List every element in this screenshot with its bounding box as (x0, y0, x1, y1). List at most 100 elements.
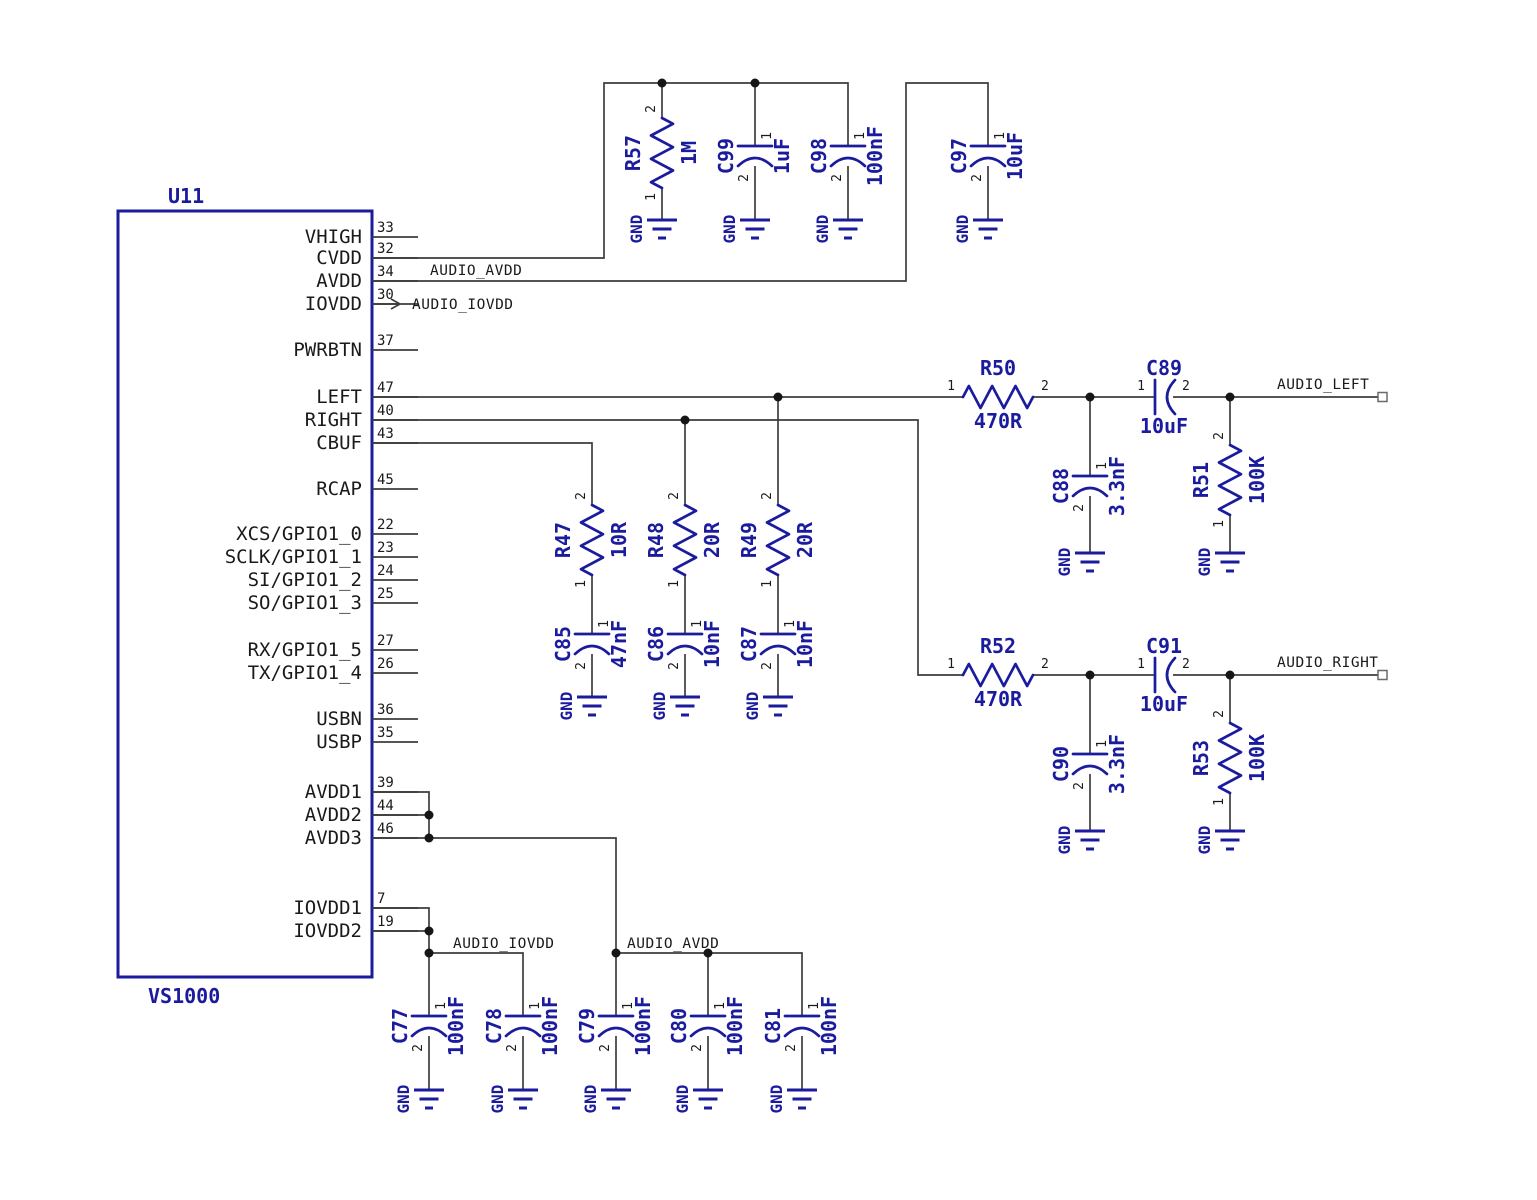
ground-label: GND (1195, 548, 1214, 577)
capacitor-pin1-C86: 1 (690, 620, 705, 628)
junction-dot (424, 810, 434, 820)
capacitor-ref-C86: C86 (644, 626, 668, 662)
resistor-R53 (1217, 721, 1243, 795)
resistor-pin2-R48: 2 (667, 492, 682, 500)
capacitor-arc-C87 (759, 644, 797, 656)
resistor-pin2-R51: 2 (1212, 432, 1227, 440)
pin-name-RX/GPIO1_5: RX/GPIO1_5 (248, 639, 362, 661)
wire-cbuf-wire (372, 442, 593, 505)
wire-right-wire (372, 419, 963, 676)
capacitor-pin2-C87: 2 (760, 662, 775, 670)
resistor-R52 (961, 662, 1035, 688)
pin-number-AVDD: 34 (377, 264, 394, 280)
capacitor-pin1-C90: 1 (1095, 740, 1110, 748)
ground-label: GND (650, 692, 669, 721)
capacitor-value-C88: 3.3nF (1105, 456, 1129, 516)
pin-name-RCAP: RCAP (316, 478, 362, 500)
pin-number-IOVDD1: 7 (377, 891, 385, 907)
junction-dot (1225, 670, 1235, 680)
resistor-pin1-R52: 1 (947, 657, 955, 672)
capacitor-pin1-C88: 1 (1095, 462, 1110, 470)
junction-dot (1225, 392, 1235, 402)
net-label-AUDIO_IOVDD: AUDIO_IOVDD (453, 936, 555, 952)
capacitor-arc-C90 (1071, 764, 1109, 776)
resistor-value-R53: 100K (1245, 734, 1269, 782)
capacitor-pin2-C88: 2 (1072, 504, 1087, 512)
resistor-ref-R49: R49 (737, 522, 761, 558)
pin-name-IOVDD2: IOVDD2 (293, 920, 362, 942)
capacitor-value-C87: 10nF (793, 620, 817, 668)
pin-number-RCAP: 45 (377, 472, 394, 488)
pin-name-AVDD: AVDD (316, 270, 362, 292)
pin-number-USBP: 35 (377, 725, 394, 741)
resistor-pin1-R49: 1 (760, 580, 775, 588)
pin-number-RIGHT: 40 (377, 403, 394, 419)
capacitor-pin2-C85: 2 (574, 662, 589, 670)
resistor-ref-R48: R48 (644, 522, 668, 558)
capacitor-value-C85: 47nF (607, 620, 631, 668)
junction-dot (424, 833, 434, 843)
resistor-pin1-R57: 1 (644, 193, 659, 201)
resistor-pin2-R53: 2 (1212, 710, 1227, 718)
resistor-pin2-R50: 2 (1041, 379, 1049, 394)
resistor-pin2-R47: 2 (574, 492, 589, 500)
resistor-pin2-R49: 2 (760, 492, 775, 500)
capacitor-arc-C78 (504, 1026, 542, 1038)
capacitor-pin1-C91: 1 (1137, 657, 1145, 672)
pin-number-IOVDD2: 19 (377, 914, 394, 930)
pin-number-SI/GPIO1_2: 24 (377, 563, 394, 579)
capacitor-arc-C77 (410, 1026, 448, 1038)
pin-number-IOVDD: 30 (377, 287, 394, 303)
resistor-pin1-R50: 1 (947, 379, 955, 394)
capacitor-value-C86: 10nF (700, 620, 724, 668)
capacitor-arc-C86 (666, 644, 704, 656)
capacitor-pin1-C78: 1 (528, 1002, 543, 1010)
net-label-AUDIO_RIGHT: AUDIO_RIGHT (1277, 655, 1379, 671)
resistor-ref-R51: R51 (1189, 462, 1213, 498)
wire-avdd3-wire (372, 837, 617, 1016)
pin-name-SCLK/GPIO1_1: SCLK/GPIO1_1 (225, 546, 362, 568)
pin-number-CVDD: 32 (377, 241, 394, 257)
capacitor-value-C78: 100nF (538, 996, 562, 1056)
resistor-R50 (961, 384, 1035, 410)
capacitor-pin1-C97: 1 (993, 132, 1008, 140)
wire-cvdd-rail (372, 82, 849, 259)
ground-label: GND (557, 692, 576, 721)
pin-name-SO/GPIO1_3: SO/GPIO1_3 (248, 592, 362, 614)
pin-name-USBP: USBP (316, 731, 362, 753)
capacitor-arc-C97 (969, 156, 1007, 168)
capacitor-ref-C81: C81 (761, 1008, 785, 1044)
pin-name-AVDD2: AVDD2 (305, 804, 362, 826)
resistor-value-R48: 20R (700, 521, 724, 558)
junction-dot (1085, 392, 1095, 402)
capacitor-value-C91: 10uF (1140, 692, 1188, 716)
resistor-pin1-R47: 1 (574, 580, 589, 588)
resistor-ref-R50: R50 (980, 356, 1016, 380)
capacitor-ref-C97: C97 (947, 138, 971, 174)
pin-number-RX/GPIO1_5: 27 (377, 633, 394, 649)
resistor-pin1-R51: 1 (1212, 520, 1227, 528)
capacitor-ref-C98: C98 (807, 138, 831, 174)
capacitor-ref-C89: C89 (1146, 356, 1182, 380)
junction-dot (424, 926, 434, 936)
resistor-value-R52: 470R (974, 687, 1023, 711)
pin-name-RIGHT: RIGHT (305, 409, 362, 431)
resistor-ref-R52: R52 (980, 634, 1016, 658)
capacitor-value-C80: 100nF (723, 996, 747, 1056)
ground-label: GND (813, 215, 832, 244)
resistor-ref-R47: R47 (551, 522, 575, 558)
ground-label: GND (627, 215, 646, 244)
capacitor-ref-C91: C91 (1146, 634, 1182, 658)
chip-part-number: VS1000 (148, 984, 220, 1008)
capacitor-ref-C85: C85 (551, 626, 575, 662)
capacitor-arc-C88 (1071, 486, 1109, 498)
wire-audio-iovdd-run (429, 952, 524, 1016)
resistor-ref-R53: R53 (1189, 740, 1213, 776)
resistor-R49 (765, 503, 791, 577)
capacitor-arc-C91 (1165, 656, 1177, 694)
wire-avdd-rail (372, 82, 989, 282)
pin-number-USBN: 36 (377, 702, 394, 718)
capacitor-arc-C79 (597, 1026, 635, 1038)
capacitor-pin1-C80: 1 (713, 1002, 728, 1010)
ground-label: GND (953, 215, 972, 244)
